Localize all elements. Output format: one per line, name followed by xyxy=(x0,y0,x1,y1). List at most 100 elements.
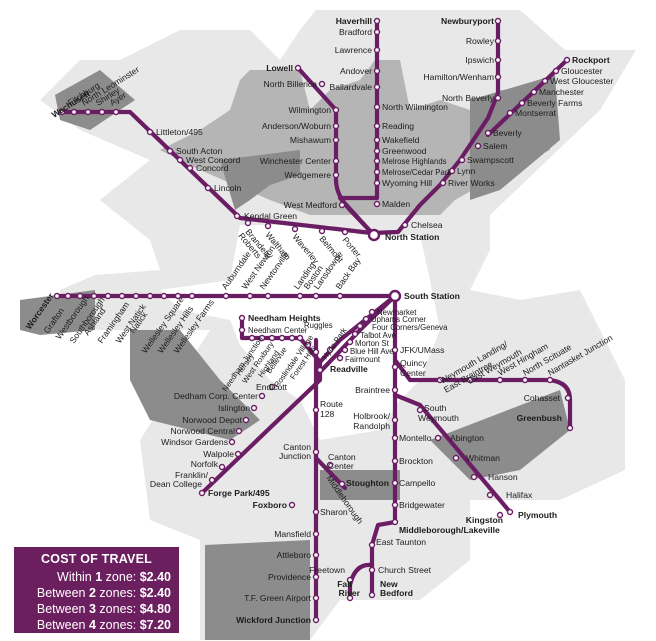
stop-north-billerica[interactable] xyxy=(318,80,326,88)
stop-brockton[interactable] xyxy=(391,457,399,465)
stop-north-leominster[interactable] xyxy=(84,108,92,116)
stop-north-scituate[interactable] xyxy=(521,376,529,384)
stop-montello[interactable] xyxy=(391,434,399,442)
stop-norwood-central[interactable] xyxy=(235,427,243,435)
stop-tf-green[interactable] xyxy=(312,594,320,602)
stop-wedgemere[interactable] xyxy=(332,171,340,179)
stop-auburndale[interactable] xyxy=(222,292,230,300)
stop-quincy[interactable] xyxy=(391,363,399,371)
stop-beverly[interactable] xyxy=(484,129,492,137)
stop-newmarket[interactable] xyxy=(368,308,376,316)
stop-westborough[interactable] xyxy=(76,292,84,300)
stop-southborough[interactable] xyxy=(90,292,98,300)
stop-newburyport[interactable] xyxy=(494,17,502,25)
stop-waltham[interactable] xyxy=(264,222,272,230)
stop-needham-center[interactable] xyxy=(238,326,246,334)
stop-plymouth[interactable] xyxy=(506,508,514,516)
stop-halifax[interactable] xyxy=(486,491,494,499)
stop-natick[interactable] xyxy=(146,292,154,300)
stop-salem[interactable] xyxy=(474,142,482,150)
stop-fairmount[interactable] xyxy=(336,354,344,362)
stop-wyoming-hill[interactable] xyxy=(373,179,381,187)
stop-winchester[interactable] xyxy=(332,157,340,165)
stop-greenwood[interactable] xyxy=(373,147,381,155)
stop-ipswich[interactable] xyxy=(494,56,502,64)
stop-lincoln[interactable] xyxy=(204,184,212,192)
stop-foxboro[interactable] xyxy=(288,501,296,509)
stop-river-works[interactable] xyxy=(439,179,447,187)
stop-new-bedford[interactable] xyxy=(368,591,376,599)
stop-west-concord[interactable] xyxy=(176,156,184,164)
stop-andover[interactable] xyxy=(373,67,381,75)
stop-fall-river[interactable] xyxy=(346,594,354,602)
stop-melrose-cedar[interactable] xyxy=(373,168,381,176)
stop-blue-hill[interactable] xyxy=(341,346,349,354)
stop-ayer[interactable] xyxy=(112,108,120,116)
stop-anderson[interactable] xyxy=(332,122,340,130)
stop-norwood-depot[interactable] xyxy=(242,416,250,424)
stop-east-weymouth[interactable] xyxy=(466,376,474,384)
stop-wellesley-hills[interactable] xyxy=(174,292,182,300)
stop-west-gloucester[interactable] xyxy=(541,77,549,85)
stop-wilmington[interactable] xyxy=(332,106,340,114)
stop-north-beverly[interactable] xyxy=(494,94,502,102)
stop-hanson[interactable] xyxy=(470,473,478,481)
stop-uphams[interactable] xyxy=(362,315,370,323)
stop-greenbush[interactable] xyxy=(566,424,574,432)
stop-ashland[interactable] xyxy=(104,292,112,300)
stop-beverly-farms[interactable] xyxy=(518,99,526,107)
stop-fitchburg[interactable] xyxy=(70,108,78,116)
stop-wakefield[interactable] xyxy=(373,136,381,144)
stop-lansdowne[interactable] xyxy=(312,292,320,300)
stop-windsor[interactable] xyxy=(228,438,236,446)
stop-stoughton[interactable] xyxy=(338,480,346,488)
stop-chelsea[interactable] xyxy=(401,221,409,229)
stop-kingston[interactable] xyxy=(496,511,504,519)
stop-freetown[interactable] xyxy=(346,576,354,584)
stop-mishawum[interactable] xyxy=(332,136,340,144)
stop-readville[interactable] xyxy=(316,366,324,374)
stop-south-weymouth[interactable] xyxy=(416,406,424,414)
stop-needham-junction[interactable] xyxy=(248,334,256,342)
stop-north-station[interactable] xyxy=(367,228,381,242)
stop-four-corners[interactable] xyxy=(356,322,364,330)
stop-rowley[interactable] xyxy=(494,37,502,45)
stop-morton[interactable] xyxy=(346,338,354,346)
stop-wellesley-farms[interactable] xyxy=(188,292,196,300)
stop-endicott[interactable] xyxy=(268,383,276,391)
stop-malden[interactable] xyxy=(373,200,381,208)
stop-worcester[interactable] xyxy=(53,292,61,300)
stop-rockport[interactable] xyxy=(563,56,571,64)
stop-islington[interactable] xyxy=(250,404,258,412)
stop-norfolk[interactable] xyxy=(218,463,226,471)
stop-roslindale[interactable] xyxy=(304,341,312,349)
stop-abington[interactable] xyxy=(434,434,442,442)
stop-swampscott[interactable] xyxy=(458,156,466,164)
stop-south-station[interactable] xyxy=(388,289,402,303)
stop-walpole[interactable] xyxy=(234,450,242,458)
stop-hersey[interactable] xyxy=(258,334,266,342)
stop-shirley[interactable] xyxy=(98,108,106,116)
stop-wachusett[interactable] xyxy=(58,108,66,116)
stop-hyde-park[interactable] xyxy=(326,346,334,354)
stop-attleboro[interactable] xyxy=(312,551,320,559)
stop-route128[interactable] xyxy=(312,406,320,414)
stop-reading[interactable] xyxy=(373,122,381,130)
stop-gloucester[interactable] xyxy=(552,67,560,75)
stop-west-roxbury[interactable] xyxy=(268,334,276,342)
stop-nantasket[interactable] xyxy=(546,376,554,384)
stop-forge-park[interactable] xyxy=(198,489,206,497)
stop-wickford[interactable] xyxy=(312,616,320,624)
stop-littleton[interactable] xyxy=(146,128,154,136)
stop-boston-landing[interactable] xyxy=(296,292,304,300)
stop-ruggles[interactable] xyxy=(296,334,304,342)
stop-manchester[interactable] xyxy=(530,88,538,96)
stop-whitman[interactable] xyxy=(452,454,460,462)
stop-newtonville[interactable] xyxy=(264,292,272,300)
stop-bellevue[interactable] xyxy=(288,334,296,342)
stop-lowell[interactable] xyxy=(294,64,302,72)
stop-grafton[interactable] xyxy=(64,292,72,300)
stop-montserrat[interactable] xyxy=(506,109,514,117)
stop-canton-center[interactable] xyxy=(326,461,334,469)
stop-holbrook[interactable] xyxy=(391,416,399,424)
